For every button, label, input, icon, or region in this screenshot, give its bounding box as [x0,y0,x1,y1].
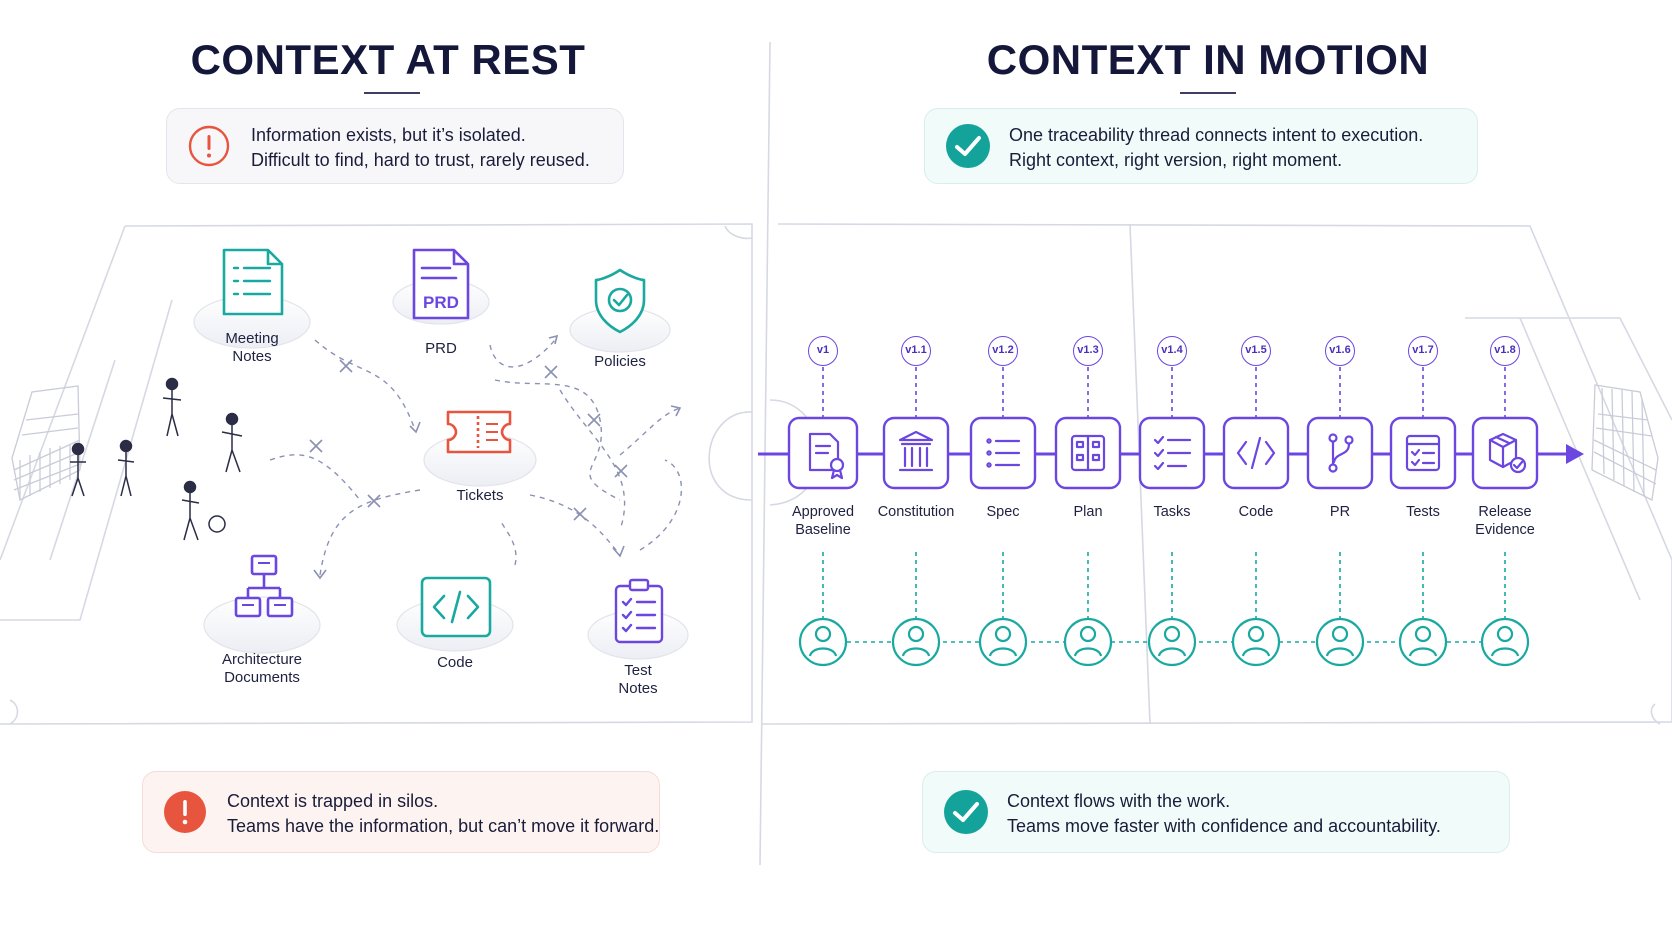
left-bottom-callout-line2: Teams have the information, but can’t mo… [227,816,660,836]
code-brackets-icon [420,576,492,638]
soccer-ball [208,515,226,533]
step-boxes [787,416,1539,667]
person-icon-2 [891,617,941,667]
label-policies: Policies [594,353,646,370]
player-4 [221,412,243,473]
version-badge-4: v1.3 [1073,336,1103,366]
left-top-callout: Information exists, but it’s isolated. D… [166,108,624,184]
version-badge-6: v1.5 [1241,336,1271,366]
check-circle-icon [946,124,990,168]
right-field-outline [761,223,1672,725]
player-5 [181,480,200,541]
right-goal [1591,384,1659,501]
step-box-constitution [882,416,950,490]
person-icon-4 [1063,617,1113,667]
list-icon [986,438,1021,468]
thread-arrowhead [1566,444,1584,464]
right-top-callout-line1: One traceability thread connects intent … [1009,125,1424,145]
version-badge-7: v1.6 [1325,336,1355,366]
version-badge-3: v1.2 [988,336,1018,366]
left-top-callout-line2: Difficult to find, hard to trust, rarely… [251,150,590,170]
test-window-icon [1405,434,1441,472]
players [70,377,243,541]
player-3 [162,377,182,437]
step-box-pr [1306,416,1374,490]
version-badge-9: v1.8 [1490,336,1520,366]
step-label-pr: PR [1329,504,1351,520]
label-prd: PRD [425,340,457,357]
code-brackets-icon [1236,436,1276,470]
right-title-rule [1180,92,1236,94]
alert-icon [164,791,206,833]
left-field-outline [0,223,753,725]
person-icon-5 [1147,617,1197,667]
people-row [798,617,1530,667]
right-bottom-callout-line2: Teams move faster with confidence and ac… [1007,816,1441,836]
left-artifacts: PRD [193,248,689,660]
step-label-code: Code [1238,504,1274,520]
board-icon [1070,434,1106,472]
step-label-tests: Tests [1406,504,1440,520]
person-icon-1 [798,617,848,667]
right-bottom-callout: Context flows with the work. Teams move … [922,771,1510,853]
shield-check-icon [594,268,646,334]
left-top-callout-line1: Information exists, but it’s isolated. [251,125,526,145]
left-title: CONTEXT AT REST [190,36,586,83]
person-icon-7 [1315,617,1365,667]
warning-icon [188,125,230,167]
version-badge-8: v1.7 [1408,336,1438,366]
player-2 [117,439,135,497]
person-icon-8 [1398,617,1448,667]
label-architecture-documents: Architecture Documents [221,651,303,686]
version-badge-2: v1.1 [901,336,931,366]
label-code: Code [437,654,473,671]
step-label-release-evidence: Release Evidence [1475,504,1535,538]
player-1 [70,442,86,497]
left-bottom-callout: Context is trapped in silos. Teams have … [142,771,660,853]
person-icon-9 [1480,617,1530,667]
meeting-notes-icon [222,248,284,316]
left-goal [11,385,81,501]
right-title: CONTEXT IN MOTION [986,36,1430,83]
right-bottom-callout-line1: Context flows with the work. [1007,791,1231,811]
label-tickets: Tickets [456,487,504,504]
step-box-release-evidence [1471,416,1539,490]
ticket-icon [446,410,512,454]
checklist-icon [1153,435,1192,471]
architecture-diagram-icon [234,554,294,618]
version-badge-1: v1 [808,336,838,366]
prd-badge: PRD [423,293,459,312]
left-dashed-paths [269,334,683,580]
package-check-icon [1488,432,1527,474]
pillar-icon [898,430,934,472]
person-icon-3 [978,617,1028,667]
label-meeting-notes: Meeting Notes [225,330,279,365]
step-label-plan: Plan [1073,504,1103,520]
git-branch-icon [1328,433,1354,473]
left-title-rule [364,92,420,94]
right-top-callout: One traceability thread connects intent … [924,108,1478,184]
step-label-spec: Spec [986,504,1020,520]
step-label-tasks: Tasks [1153,504,1191,520]
step-label-constitution: Constitution [877,504,955,520]
label-test-notes: Test Notes [618,662,658,697]
check-circle-icon [944,790,988,834]
right-top-callout-line2: Right context, right version, right mome… [1009,150,1343,170]
step-label-approved-baseline: Approved Baseline [791,504,855,538]
certificate-icon [808,432,845,480]
version-badge-5: v1.4 [1157,336,1187,366]
left-bottom-callout-line1: Context is trapped in silos. [227,791,439,811]
prd-document-icon [412,248,470,320]
person-icon-6 [1231,617,1281,667]
clipboard-checklist-icon [614,578,664,644]
